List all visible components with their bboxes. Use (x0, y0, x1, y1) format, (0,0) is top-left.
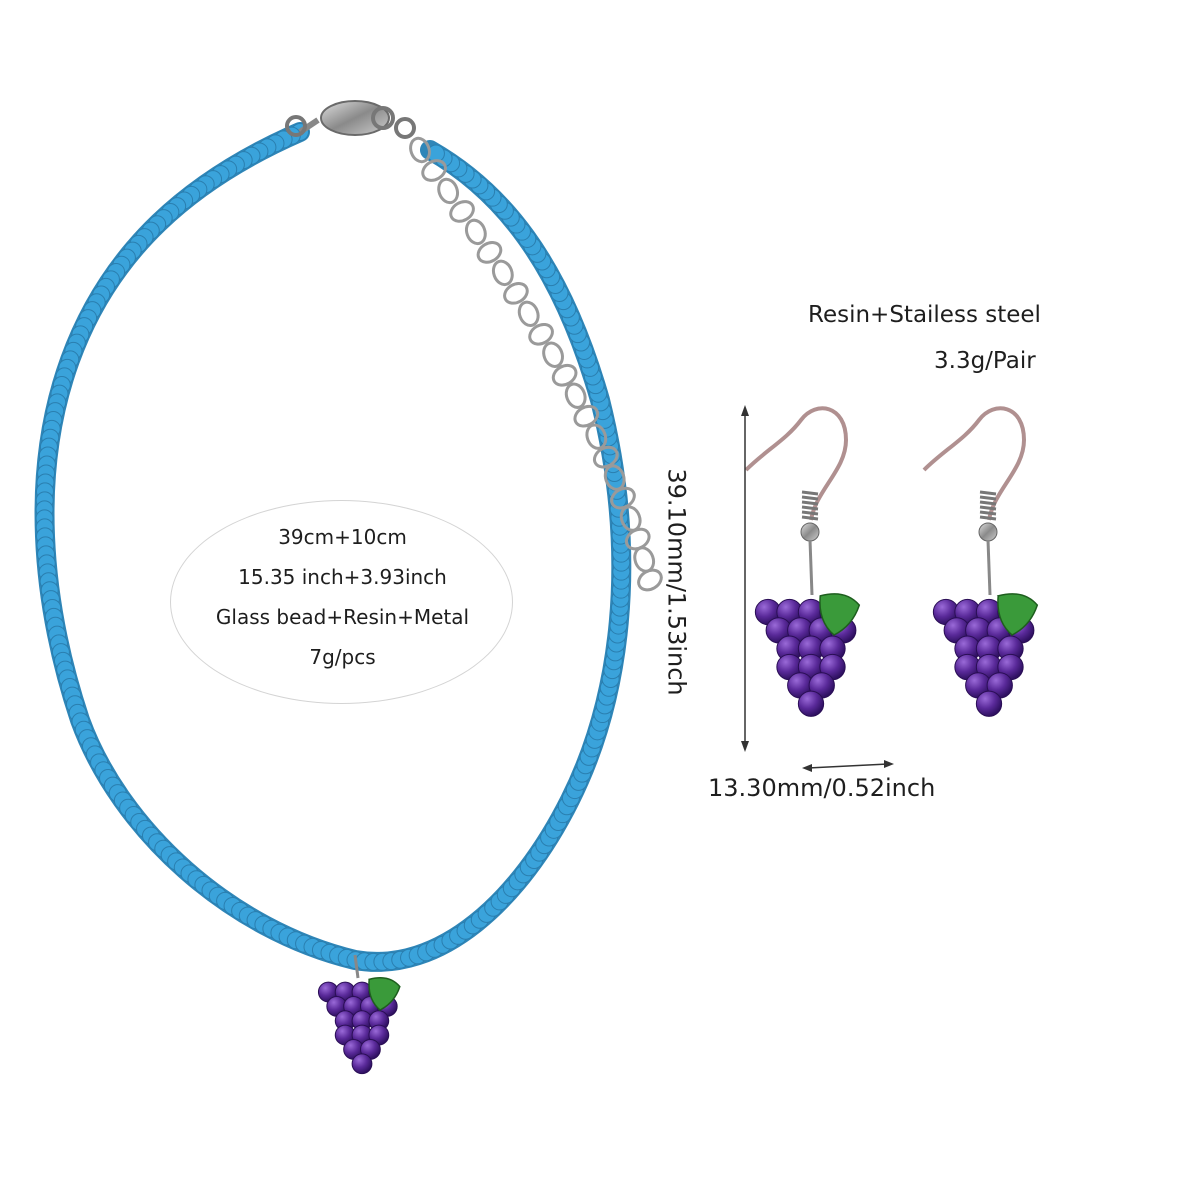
necklace-weight: 7g/pcs (309, 645, 376, 669)
earring-height-label: 39.10mm/1.53inch (662, 468, 691, 696)
necklace (34, 100, 663, 1075)
earring-left (744, 406, 861, 717)
lobster-clasp (285, 100, 416, 139)
height-dimension-line (741, 405, 749, 752)
necklace-spec-bubble: 39cm+10cm 15.35 inch+3.93inch Glass bead… (170, 500, 513, 704)
earring-right (922, 406, 1039, 717)
width-dimension-line (802, 760, 894, 772)
necklace-material: Glass bead+Resin+Metal (215, 605, 470, 629)
grape-pendant (317, 954, 401, 1075)
earring-material: Resin+Stailess steel (808, 302, 1041, 328)
necklace-length-cm: 39cm+10cm (278, 525, 407, 549)
extender-chain (409, 136, 663, 592)
earring-width-label: 13.30mm/0.52inch (708, 774, 936, 802)
earring-weight: 3.3g/Pair (934, 348, 1036, 374)
necklace-length-inch: 15.35 inch+3.93inch (238, 565, 447, 589)
